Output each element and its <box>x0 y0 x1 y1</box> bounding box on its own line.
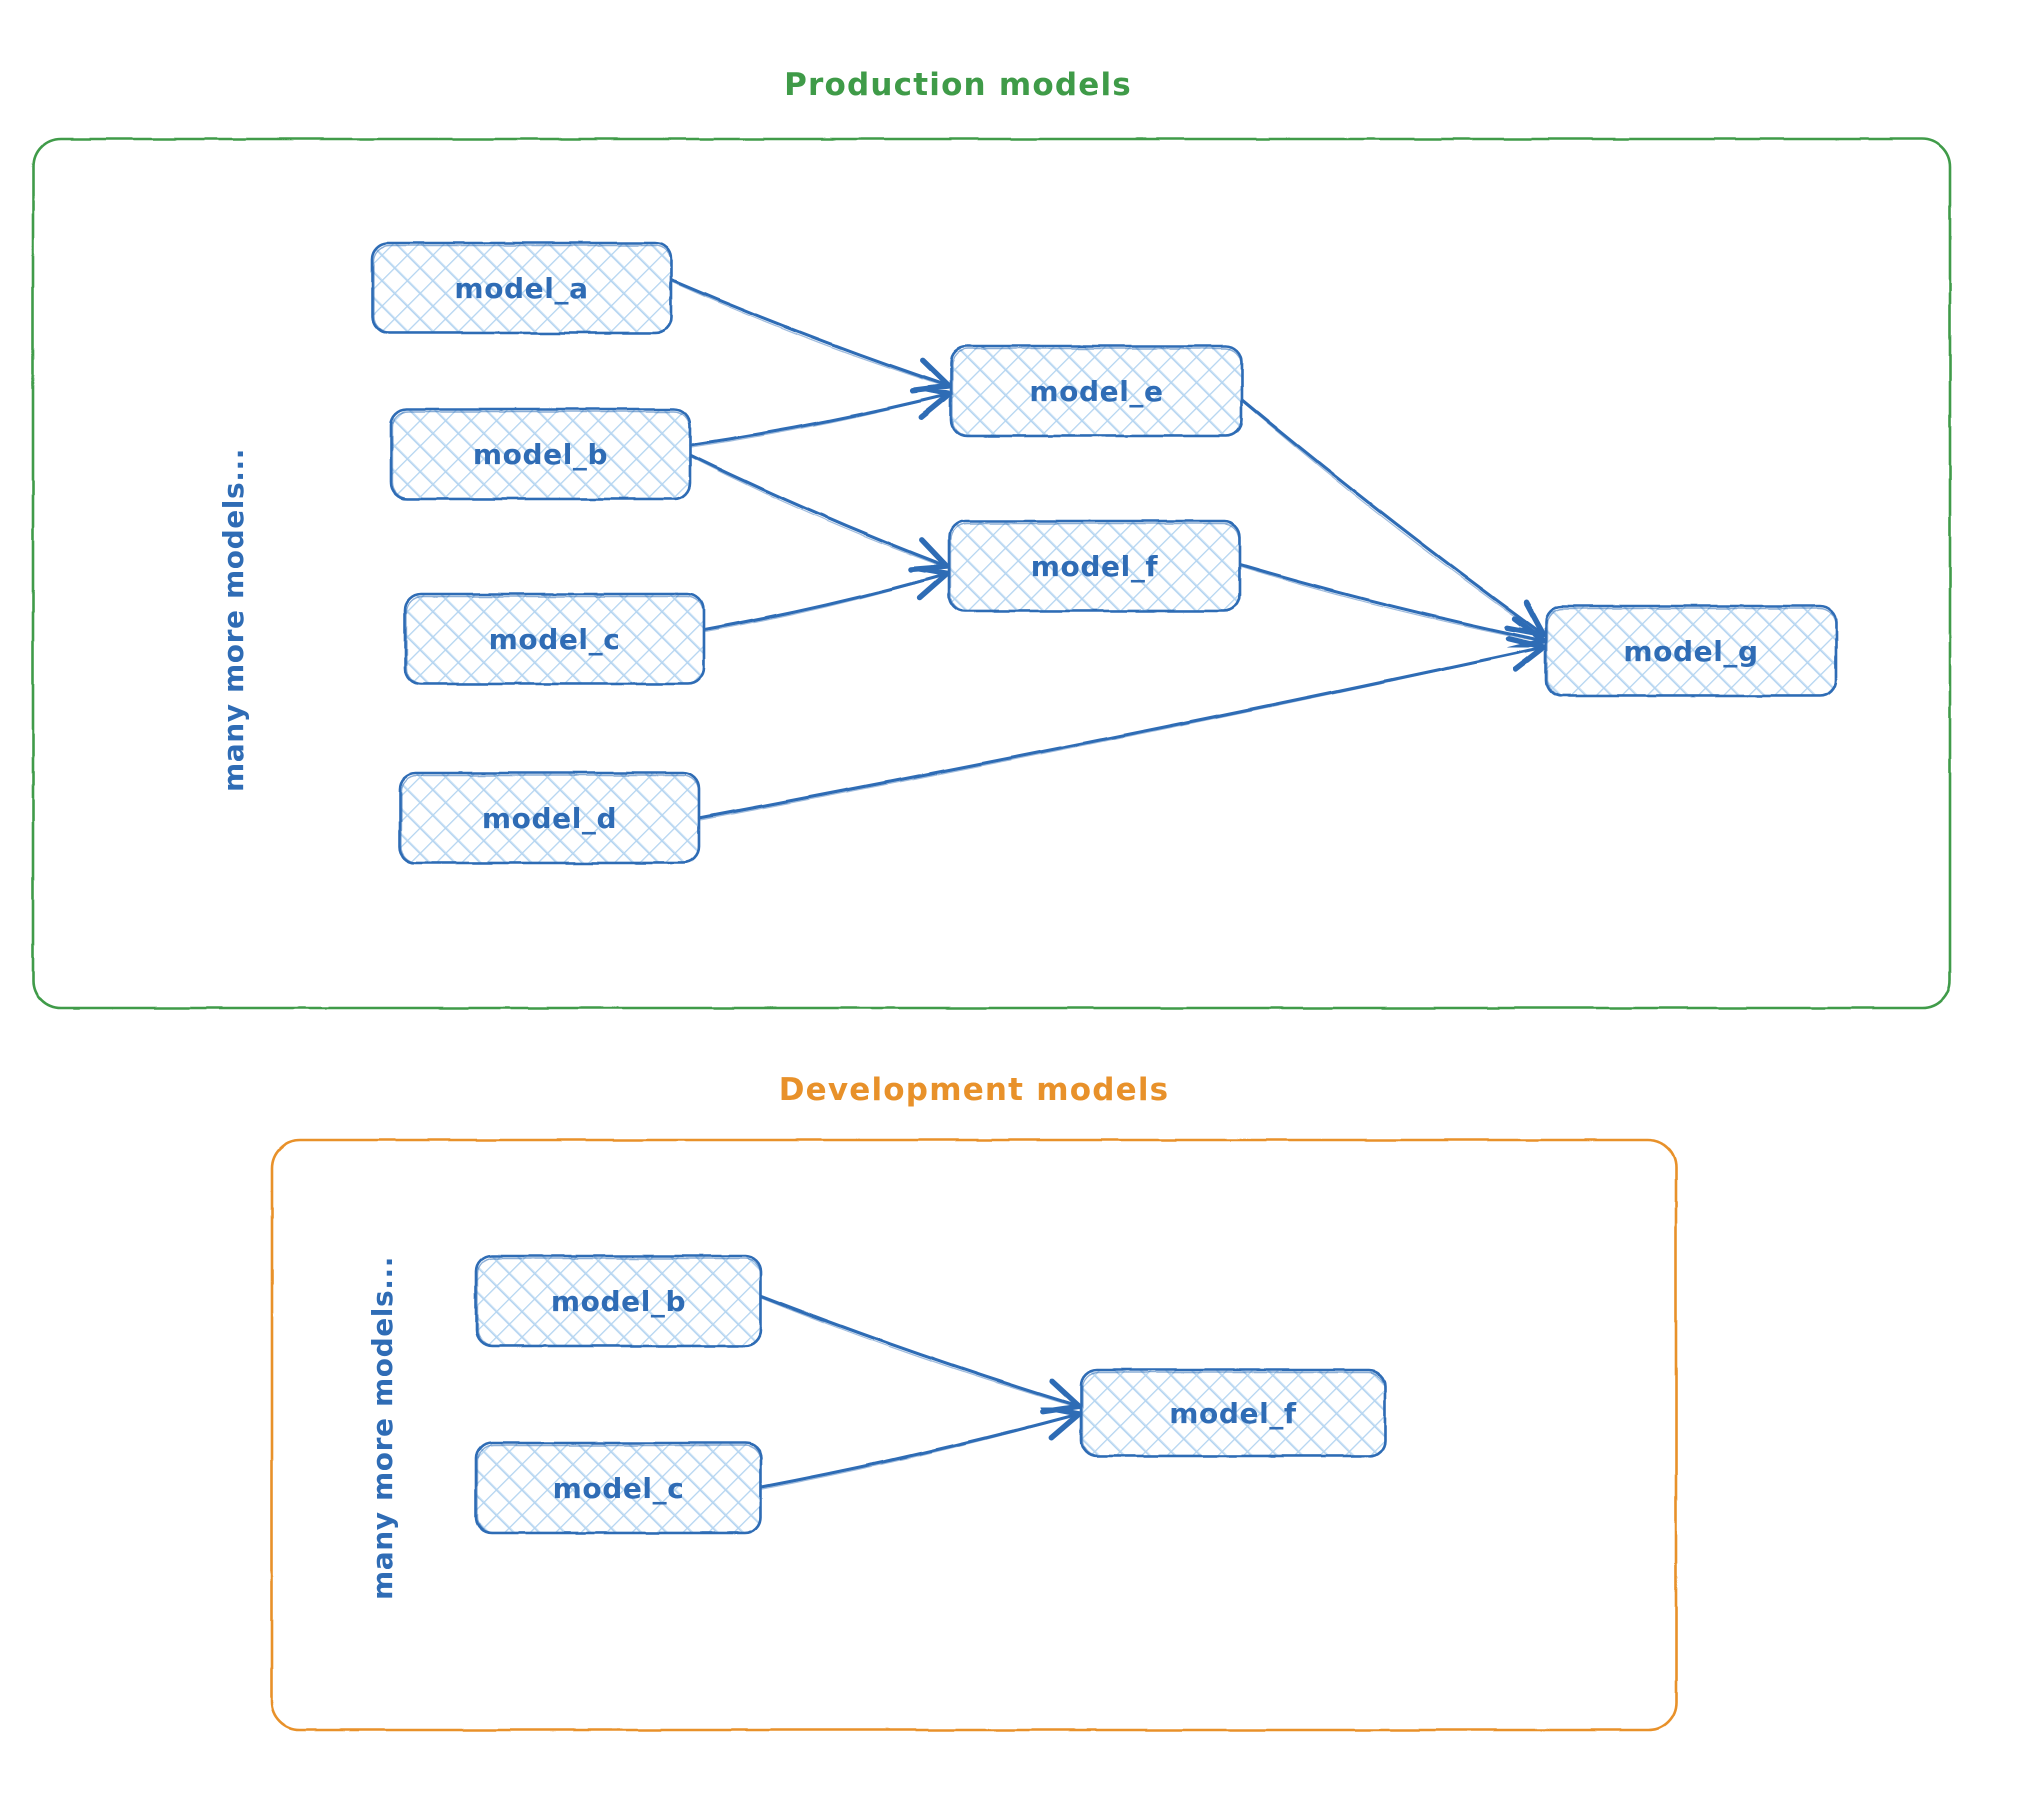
side-label-production: many more models... <box>217 448 250 792</box>
group-title-development: Development models <box>779 1072 1170 1108</box>
node-prod-model-c[interactable]: model_c <box>403 592 706 686</box>
node-outline-sketch <box>476 1257 762 1347</box>
node-prod-model-g[interactable]: model_g <box>1544 604 1838 698</box>
edge-prod-model-c-to-prod-model-f <box>702 564 950 633</box>
edge-prod-model-b-to-prod-model-f <box>688 453 950 573</box>
node-outline-sketch <box>949 522 1241 612</box>
node-label: model_d <box>482 802 617 835</box>
node-outline-sketch <box>372 244 672 334</box>
node-outline-sketch <box>476 1444 762 1534</box>
node-label: model_c <box>553 1472 685 1505</box>
group-border-production <box>31 137 1952 1010</box>
node-outline-sketch <box>1546 607 1837 697</box>
group-containers <box>31 137 1952 1732</box>
node-label: model_b <box>551 1285 686 1318</box>
edge-prod-model-f-to-prod-model-g <box>1238 563 1547 653</box>
node-outline-sketch <box>400 774 700 864</box>
node-prod-model-f[interactable]: model_f <box>947 519 1242 613</box>
node-dev-model-b[interactable]: model_b <box>474 1254 763 1348</box>
group-border-development <box>270 1138 1678 1732</box>
label-layer: Production models many more models... Deve… <box>217 67 1170 1600</box>
edge-dev-model-c-to-dev-model-f <box>759 1404 1082 1490</box>
node-label: model_b <box>473 438 608 471</box>
edge-dev-model-b-to-dev-model-f <box>759 1294 1082 1415</box>
edge-prod-model-d-to-prod-model-g <box>697 635 1547 821</box>
node-label: model_a <box>454 272 588 305</box>
node-prod-model-d[interactable]: model_d <box>398 771 701 865</box>
node-label: model_f <box>1169 1397 1297 1430</box>
edge-prod-model-a-to-prod-model-e <box>669 278 952 394</box>
node-outline-sketch <box>405 595 705 685</box>
node-label: model_f <box>1031 550 1159 583</box>
node-dev-model-f[interactable]: model_f <box>1079 1368 1387 1458</box>
side-label-development: many more models... <box>366 1256 399 1600</box>
edge-layer <box>669 278 1547 1490</box>
node-outline-sketch <box>951 347 1243 437</box>
node-outline-sketch <box>391 410 691 500</box>
node-prod-model-b[interactable]: model_b <box>389 407 692 501</box>
edge-prod-model-e-to-prod-model-g <box>1240 398 1547 638</box>
node-prod-model-e[interactable]: model_e <box>949 344 1244 438</box>
node-label: model_c <box>489 623 621 656</box>
node-outline-sketch <box>1081 1371 1386 1457</box>
group-title-production: Production models <box>784 67 1132 103</box>
node-prod-model-a[interactable]: model_a <box>370 241 673 335</box>
node-label: model_g <box>1623 635 1758 668</box>
node-label: model_e <box>1029 375 1163 408</box>
edge-prod-model-b-to-prod-model-e <box>688 383 952 448</box>
node-layer: model_a model_b model_c model_d model_emodel… <box>370 241 1838 1535</box>
node-dev-model-c[interactable]: model_c <box>474 1441 763 1535</box>
